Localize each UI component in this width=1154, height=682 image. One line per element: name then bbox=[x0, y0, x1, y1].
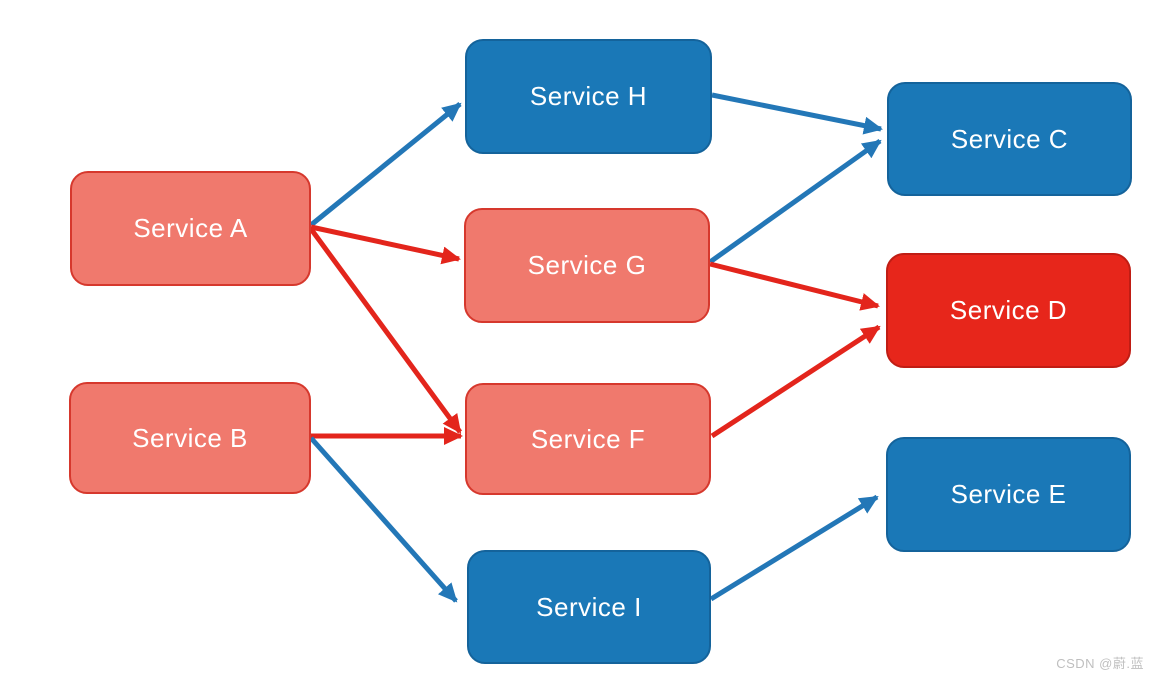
node-service-b: Service B bbox=[69, 382, 311, 494]
node-label: Service F bbox=[530, 423, 646, 454]
node-service-a: Service A bbox=[70, 171, 311, 286]
node-label: Service I bbox=[536, 591, 642, 622]
node-label: Service A bbox=[133, 213, 248, 243]
node-service-h: Service H bbox=[465, 39, 712, 154]
node-label: Service C bbox=[950, 123, 1069, 154]
node-service-e: Service E bbox=[886, 437, 1131, 552]
watermark: CSDN @蔚.蓝 bbox=[1056, 656, 1144, 671]
node-label: Service E bbox=[950, 479, 1067, 509]
node-service-g: Service G bbox=[464, 208, 710, 323]
node-service-f: Service F bbox=[465, 383, 711, 495]
node-service-i: Service I bbox=[467, 550, 711, 664]
node-label: Service G bbox=[527, 250, 647, 280]
node-service-c: Service C bbox=[887, 82, 1132, 196]
node-service-d: Service D bbox=[886, 253, 1131, 368]
node-label: Service B bbox=[132, 422, 248, 453]
node-label: Service H bbox=[529, 81, 648, 111]
node-label: Service D bbox=[949, 295, 1068, 325]
